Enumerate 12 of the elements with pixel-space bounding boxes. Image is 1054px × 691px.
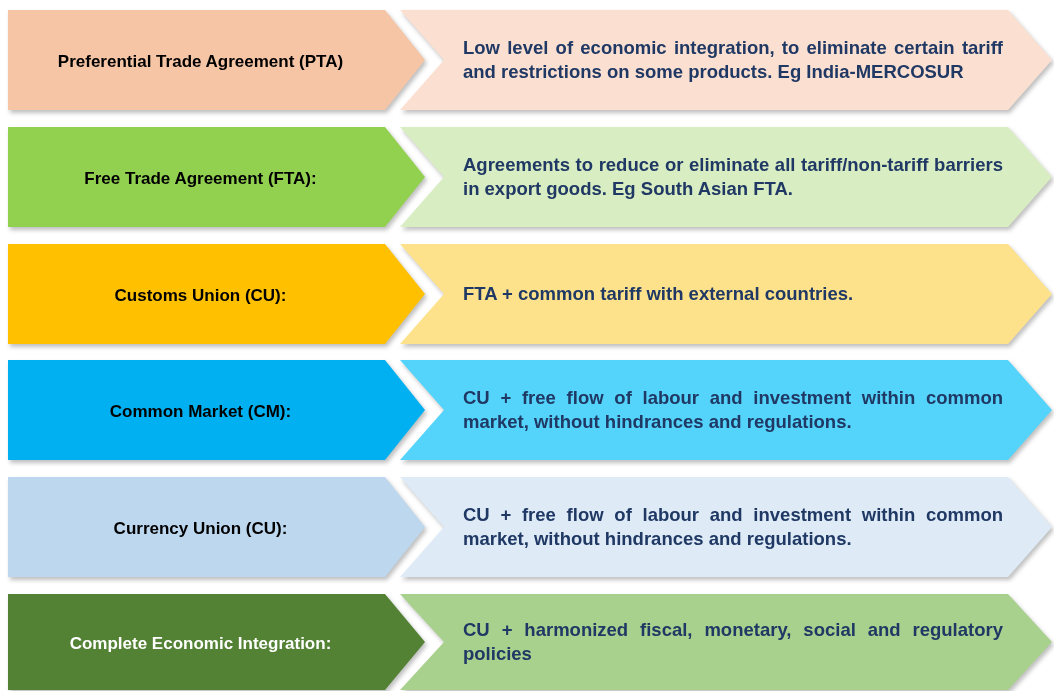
stage-title: Common Market (CM): [108,402,293,423]
stage-title: Free Trade Agreement (FTA): [83,168,318,189]
stage-title: Currency Union (CU): [112,519,289,540]
stage-description: CU + harmonized fiscal, monetary, social and regulatory policies [463,618,1003,666]
stage-description: Low level of economic integration, to eliminate certain tariff and restrictions on some products. Eg India-MERCOSUR [463,36,1003,84]
stage-description: CU + free flow of labour and investment within common market, without hindrances and regulations. [463,386,1003,435]
stage-description: CU + free flow of labour and investment within common market, without hindrances and regulations. [463,503,1003,552]
stage-description: Agreements to reduce or eliminate all tariff/non-tariff barriers in export goods. Eg South Asian FTA. [463,152,1003,201]
stage-title: Complete Economic Integration: [68,634,333,654]
stage-title: Preferential Trade Agreement (PTA) [56,52,345,72]
stage-title: Customs Union (CU): [113,285,288,306]
stage-description: FTA + common tariff with external countries. [463,281,855,306]
